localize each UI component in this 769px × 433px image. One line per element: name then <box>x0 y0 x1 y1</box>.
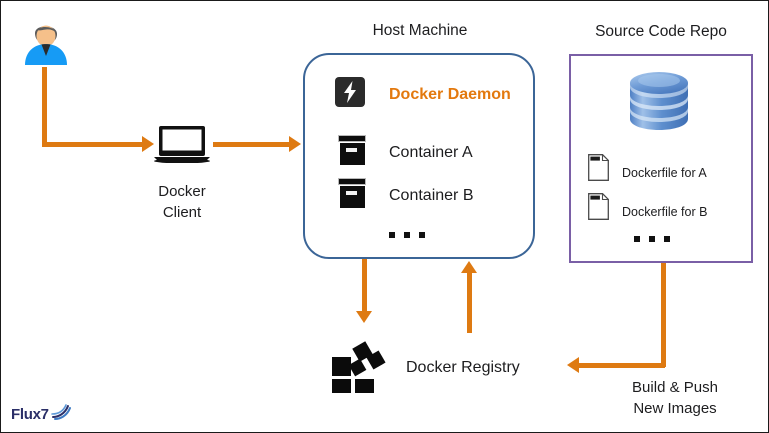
dockerfile-a-label: Dockerfile for A <box>622 166 707 180</box>
flux7-logo-text: Flux7 <box>11 405 49 423</box>
docker-daemon-label: Docker Daemon <box>389 86 511 103</box>
docker-registry-label: Docker Registry <box>406 359 520 376</box>
source-code-repo-title: Source Code Repo <box>595 23 727 40</box>
laptop-icon <box>153 125 211 164</box>
arrowhead-user-to-client <box>142 136 154 152</box>
arrowhead-registry-to-host <box>461 261 477 273</box>
docker-registry-icon <box>331 341 393 393</box>
dockerfile-b-label: Dockerfile for B <box>622 205 708 219</box>
docker-daemon-icon <box>335 77 365 107</box>
swoosh-icon <box>50 403 71 426</box>
container-b-label: Container B <box>389 187 474 204</box>
connector-user-down <box>42 67 47 145</box>
connector-repo-down <box>661 263 666 367</box>
flux7-logo: Flux7 <box>11 403 71 426</box>
host-machine-title: Host Machine <box>372 22 468 39</box>
connector-client-to-host <box>213 142 291 147</box>
connector-repo-left <box>579 363 665 368</box>
database-cylinder-icon <box>626 69 692 133</box>
person-icon <box>20 19 72 69</box>
connector-user-right <box>42 142 146 147</box>
build-push-label-line2: New Images <box>633 400 717 417</box>
arrowhead-build-push <box>567 357 579 373</box>
connector-host-to-registry <box>362 259 367 313</box>
container-a-label: Container A <box>389 144 473 161</box>
docker-client-label-line1: Docker <box>158 183 206 200</box>
container-icon <box>338 178 366 208</box>
repo-ellipsis <box>634 236 670 242</box>
docker-client-label-line2: Client <box>162 204 202 221</box>
document-icon <box>588 192 610 220</box>
container-icon <box>338 135 366 165</box>
connector-registry-to-host <box>467 271 472 333</box>
arrowhead-host-to-registry <box>356 311 372 323</box>
arrowhead-client-to-host <box>289 136 301 152</box>
document-icon <box>588 153 610 181</box>
build-push-label-line1: Build & Push <box>632 379 718 396</box>
host-ellipsis <box>389 232 425 238</box>
